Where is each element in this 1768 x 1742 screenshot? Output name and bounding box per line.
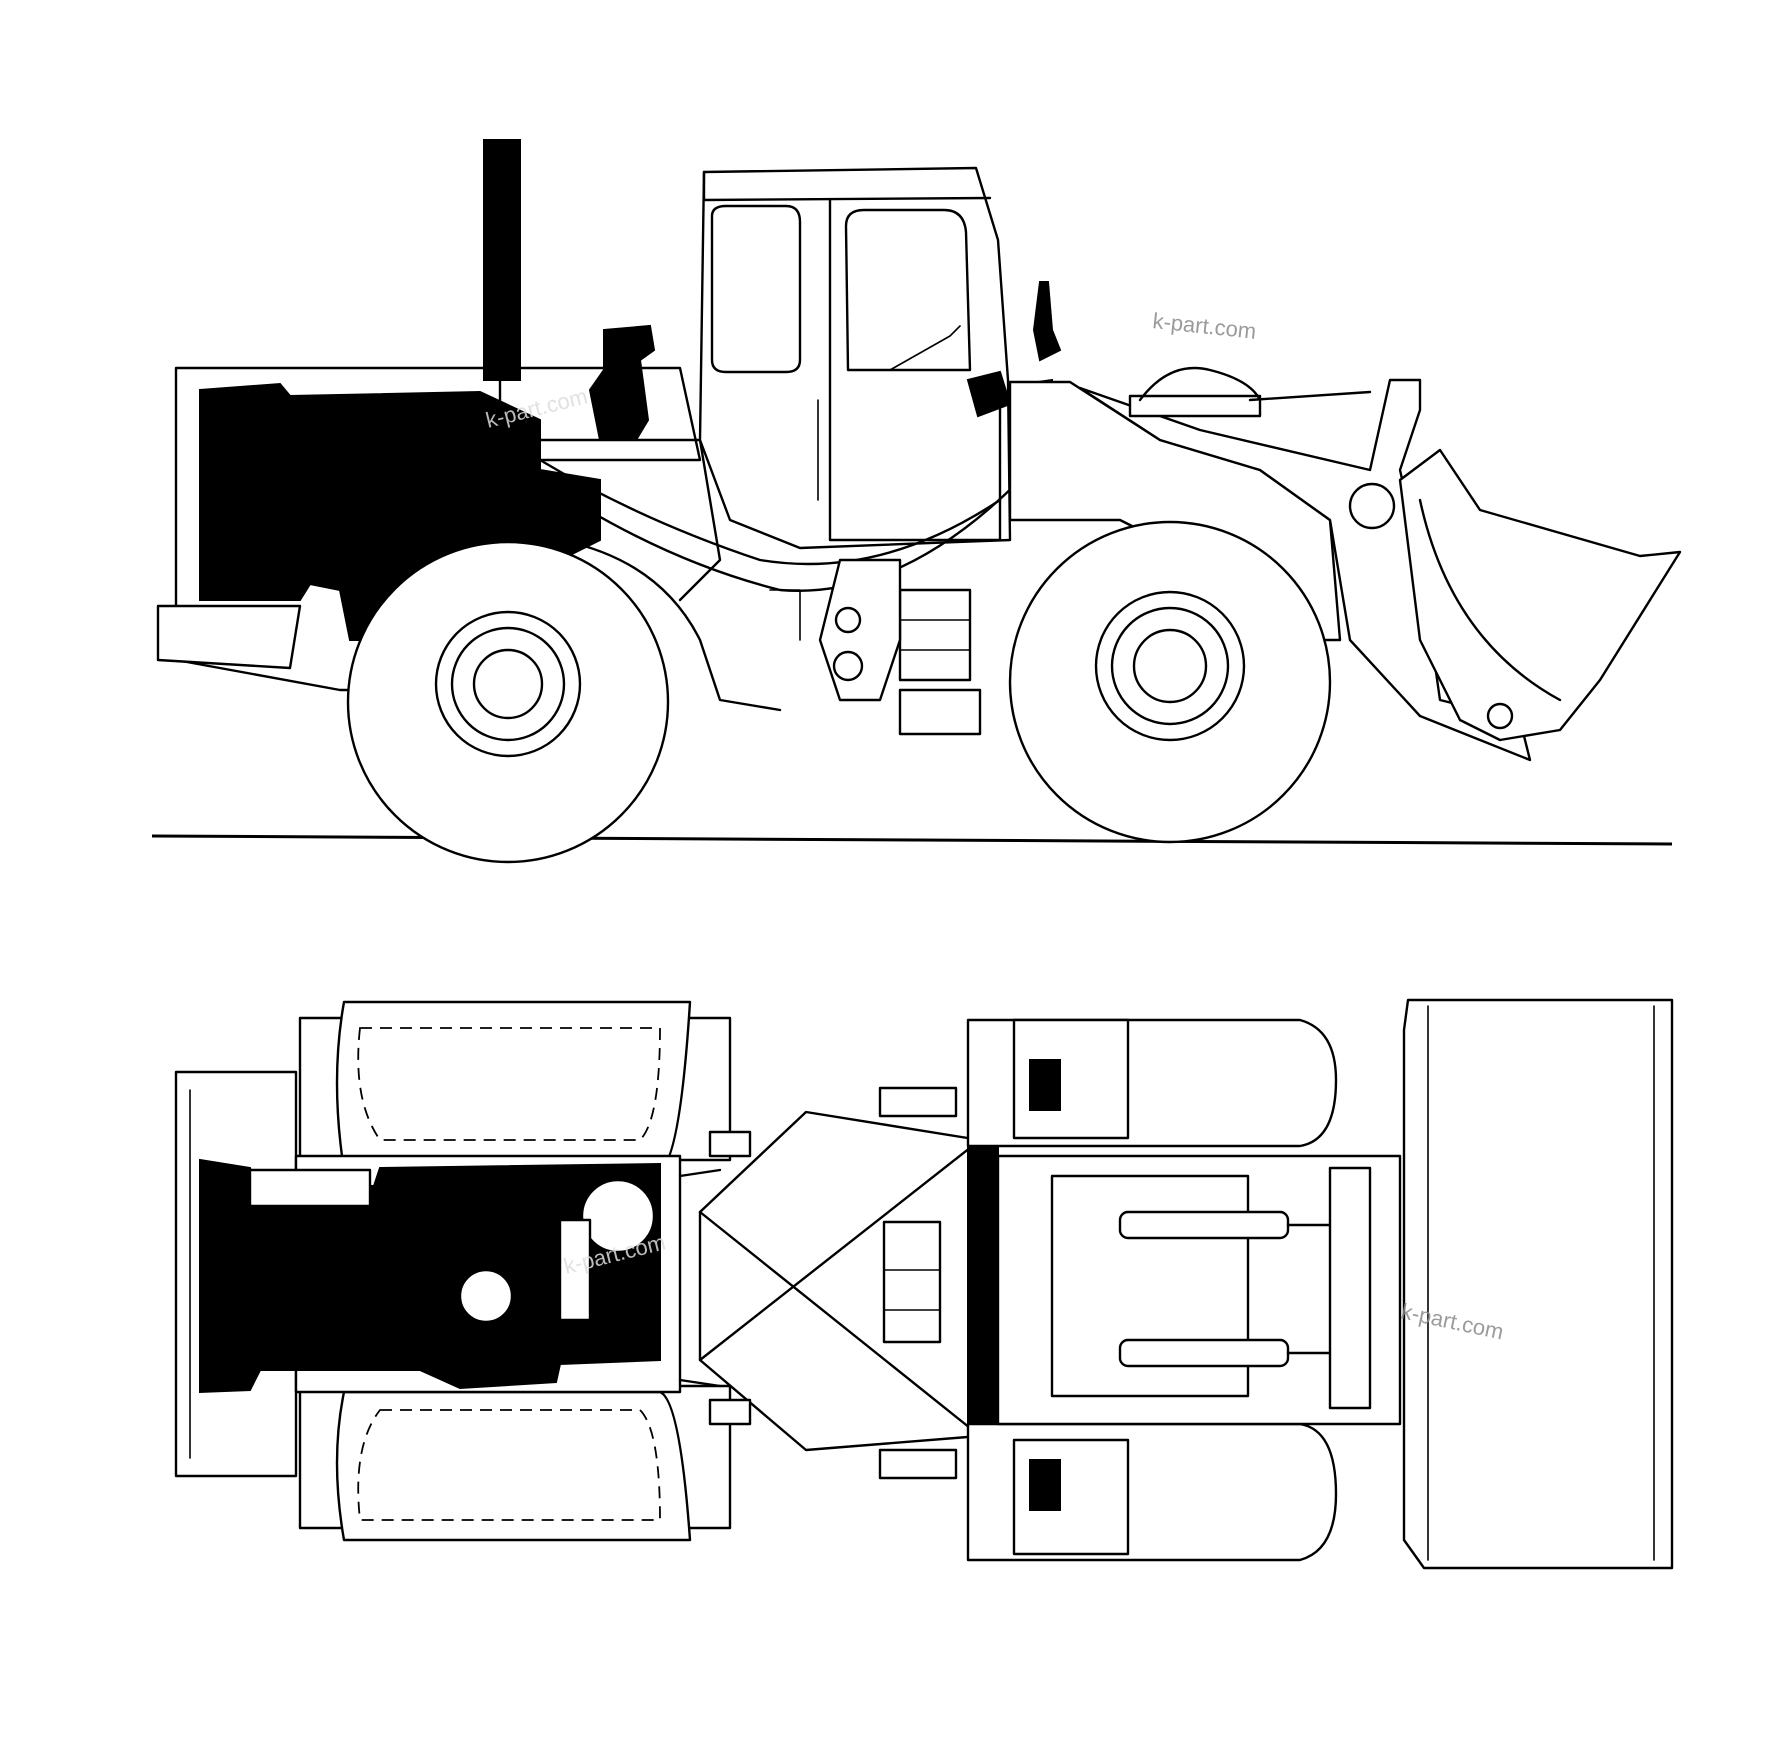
- cab-rear-window: [710, 204, 802, 374]
- tilt-cylinder: [1128, 394, 1262, 418]
- engine-hood: [498, 366, 702, 462]
- articulation-joint: [818, 558, 902, 702]
- rear-bumper: [156, 604, 302, 670]
- front-wheel: [1008, 520, 1332, 844]
- cab-door: [828, 198, 1002, 542]
- rear-fender: [558, 538, 782, 712]
- side-view: k-part.com k-part.com: [151, 139, 1682, 864]
- cab-steps: [898, 588, 972, 682]
- mirror: [1032, 281, 1062, 362]
- rear-wheel: [346, 540, 670, 864]
- top-front-wheel-left: [966, 1018, 1338, 1148]
- top-front-frame: [996, 1154, 1402, 1426]
- exhaust-stack: [483, 139, 521, 381]
- top-pivot-bar: [967, 1129, 999, 1451]
- top-rear-wheel-left: [298, 1000, 732, 1172]
- hydraulic-hose: [538, 458, 1002, 566]
- top-rear-wheel-right: [298, 1384, 732, 1542]
- ground-line: [151, 834, 1673, 846]
- air-cleaner: [588, 324, 656, 441]
- cab-roof: [702, 170, 992, 202]
- top-cab-hatch: [882, 1220, 942, 1344]
- watermark-side-top-right: k-part.com: [1151, 308, 1257, 344]
- top-front-wheel-right: [966, 1422, 1338, 1562]
- cab-door-window: [844, 208, 972, 372]
- top-view: k-part.com k-part.com: [174, 998, 1674, 1570]
- bucket: [1398, 448, 1682, 742]
- top-bucket: [1402, 998, 1674, 1570]
